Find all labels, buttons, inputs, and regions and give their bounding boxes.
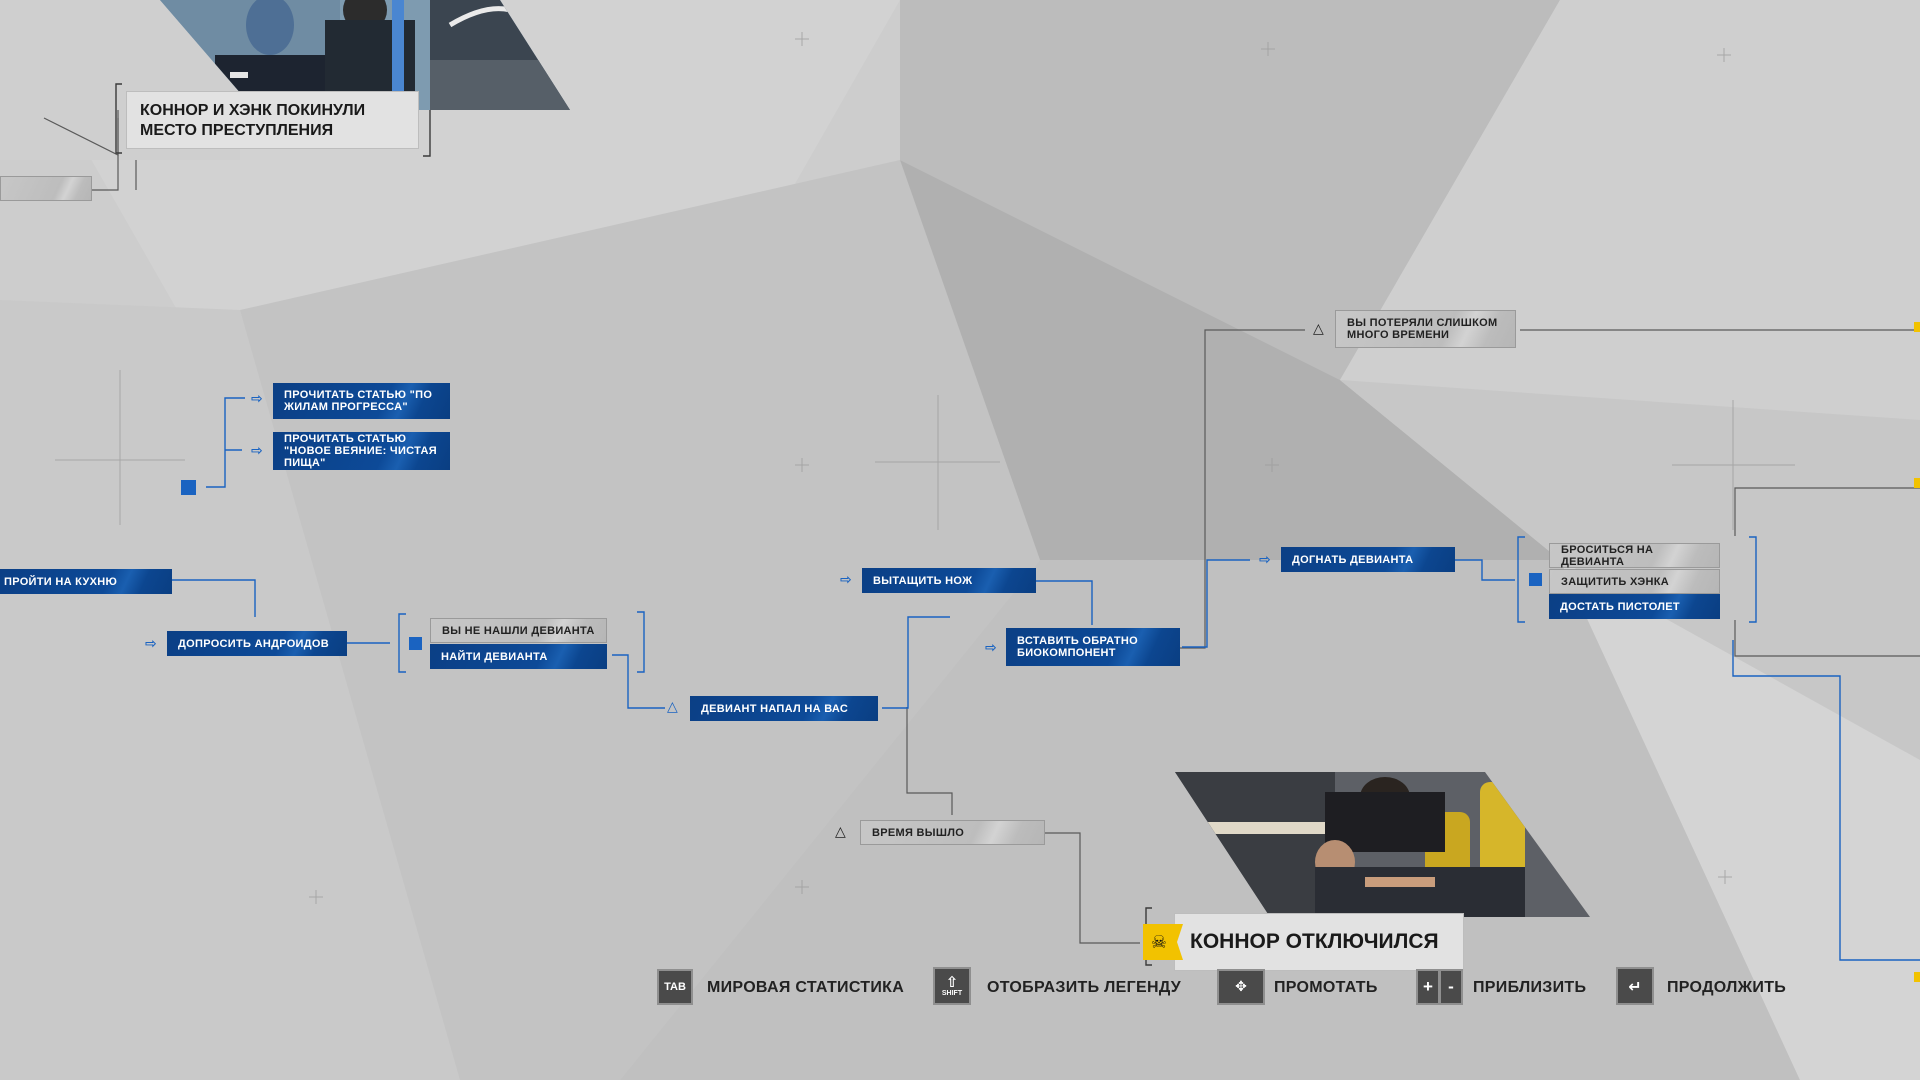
node-protect[interactable]: Защитить Хэнка: [1549, 569, 1720, 594]
node-biocomponent-label: Вставить обратно биокомпонент: [1017, 635, 1138, 659]
ending-card-label: Коннор отключился: [1190, 930, 1439, 953]
shift-key-label: SHIFT: [941, 990, 963, 997]
scene-photo-connor: [1175, 772, 1590, 917]
choice-split-icon: [181, 480, 196, 495]
warning-triangle-icon: △: [835, 824, 846, 840]
node-time-out-label: Время вышло: [872, 826, 965, 839]
ending-card[interactable]: Коннор отключился: [1174, 913, 1464, 971]
node-gun-label: Достать пистолет: [1560, 600, 1680, 613]
arrow-icon: ⇨: [840, 572, 852, 588]
node-chase-label: Догнать девианта: [1292, 553, 1414, 566]
zoom-out-key-button[interactable]: -: [1441, 971, 1461, 1003]
shift-key-button[interactable]: ⇧ SHIFT: [935, 969, 969, 1003]
node-gun[interactable]: Достать пистолет: [1549, 594, 1720, 619]
node-not-found[interactable]: Вы не нашли девианта: [430, 618, 607, 643]
warning-triangle-icon: △: [667, 699, 678, 715]
tab-key-button[interactable]: TAB: [659, 971, 691, 1003]
partial-node-left[interactable]: [0, 176, 92, 201]
node-knife[interactable]: Вытащить нож: [862, 568, 1036, 593]
node-lost-time-label: Вы потеряли слишком много времени: [1347, 317, 1498, 341]
header-outcome-line1: Коннор и Хэнк покинули: [140, 102, 366, 119]
show-legend-label[interactable]: Отобразить легенду: [987, 979, 1181, 996]
node-tackle[interactable]: Броситься на девианта: [1549, 543, 1720, 568]
node-interrogate-label: Допросить андроидов: [178, 637, 329, 650]
scroll-label[interactable]: Промотать: [1274, 979, 1378, 996]
header-outcome-line2: место преступления: [140, 122, 334, 139]
tab-key-label: TAB: [664, 981, 686, 993]
node-find-deviant[interactable]: Найти девианта: [430, 644, 607, 669]
warning-triangle-icon: △: [1313, 321, 1324, 337]
node-read-article-2[interactable]: Прочитать статью "Новое веяние: чистая п…: [273, 432, 450, 470]
header-outcome-card[interactable]: Коннор и Хэнк покинули место преступлени…: [126, 91, 419, 149]
node-tackle-label: Броситься на девианта: [1561, 543, 1654, 568]
shift-arrow-icon: ⇧: [945, 973, 959, 991]
node-go-kitchen-label: Пройти на кухню: [4, 575, 118, 588]
offscreen-marker-icon: [1914, 972, 1920, 982]
node-biocomponent[interactable]: Вставить обратно биокомпонент: [1006, 628, 1180, 666]
choice-split-icon: [1529, 573, 1542, 586]
node-time-out[interactable]: Время вышло: [860, 820, 1045, 845]
arrow-icon: ⇨: [251, 391, 263, 407]
move-arrows-icon: ✥: [1235, 979, 1247, 995]
node-lost-time[interactable]: Вы потеряли слишком много времени: [1335, 310, 1516, 348]
node-attacked[interactable]: Девиант напал на вас: [690, 696, 878, 721]
node-knife-label: Вытащить нож: [873, 574, 973, 587]
zoom-label[interactable]: Приблизить: [1473, 979, 1587, 996]
enter-key-button[interactable]: ↵: [1618, 969, 1652, 1003]
arrow-icon: ⇨: [1259, 552, 1271, 568]
node-protect-label: Защитить Хэнка: [1561, 575, 1669, 588]
node-chase[interactable]: Догнать девианта: [1281, 547, 1455, 572]
node-read-article-1[interactable]: Прочитать статью "По жилам прогресса": [273, 383, 450, 419]
node-attacked-label: Девиант напал на вас: [701, 702, 849, 715]
node-not-found-label: Вы не нашли девианта: [442, 624, 595, 637]
node-interrogate[interactable]: Допросить андроидов: [167, 631, 347, 656]
arrow-icon: ⇨: [145, 636, 157, 652]
zoom-in-key-button[interactable]: +: [1418, 971, 1438, 1003]
arrow-icon: ⇨: [985, 640, 997, 656]
offscreen-marker-icon: [1914, 478, 1920, 488]
node-find-deviant-label: Найти девианта: [441, 650, 548, 663]
choice-split-icon: [409, 637, 422, 650]
enter-arrow-icon: ↵: [1628, 976, 1642, 996]
skull-icon: ☠: [1143, 924, 1183, 960]
scroll-key-button[interactable]: ✥: [1219, 971, 1263, 1003]
node-read-article-2-label: Прочитать статью "Новое веяние: чистая п…: [284, 433, 437, 469]
continue-label[interactable]: Продолжить: [1667, 979, 1787, 996]
node-go-kitchen[interactable]: Пройти на кухню: [0, 569, 172, 594]
arrow-icon: ⇨: [251, 443, 263, 459]
node-read-article-1-label: Прочитать статью "По жилам прогресса": [284, 389, 433, 413]
world-stats-label[interactable]: Мировая статистика: [707, 979, 905, 996]
offscreen-marker-icon: [1914, 322, 1920, 332]
